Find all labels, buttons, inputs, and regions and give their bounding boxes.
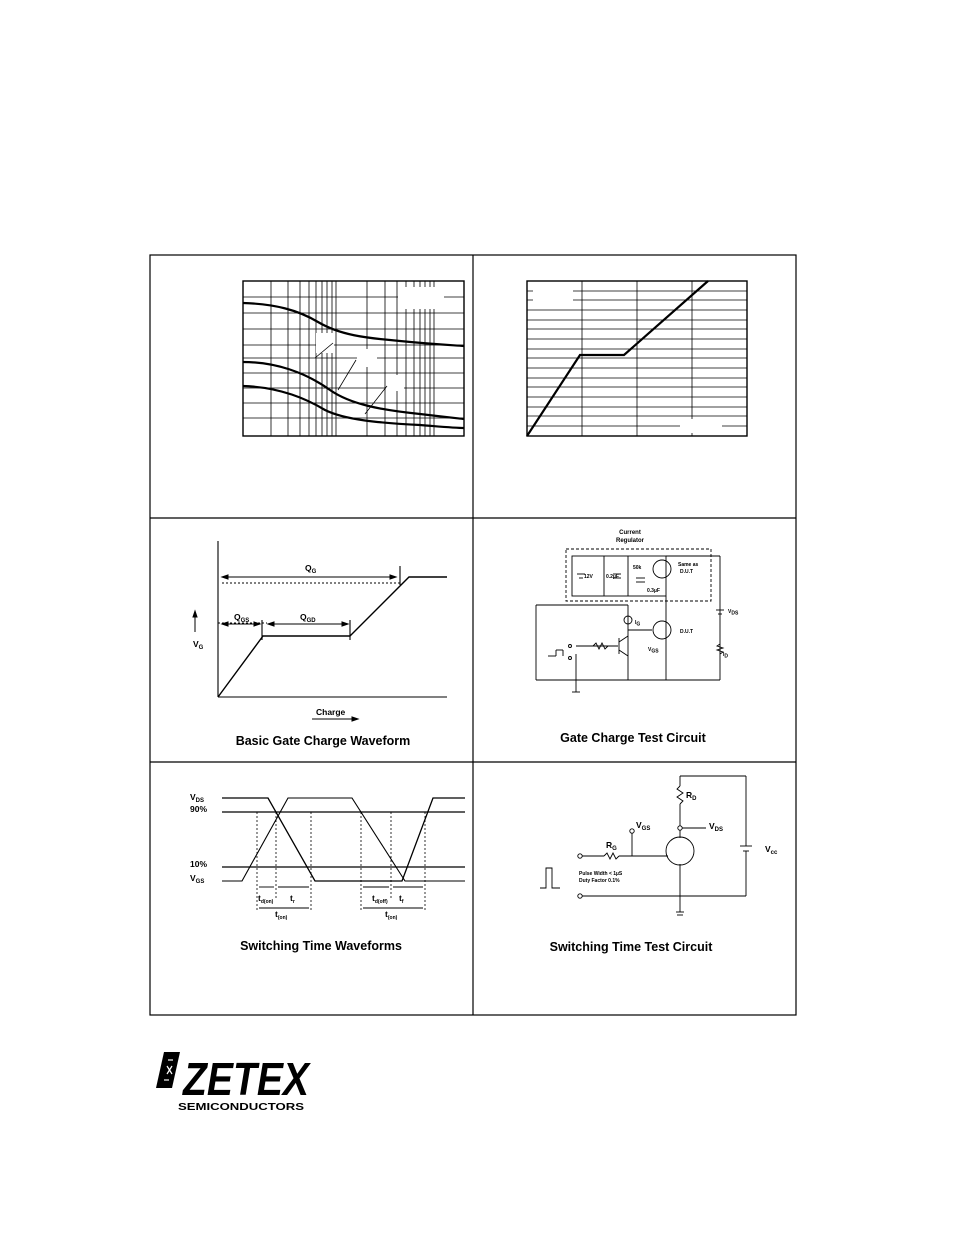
graph-capacitance-grid xyxy=(242,280,465,437)
leader-lines xyxy=(314,342,388,415)
r50k-label: 50k xyxy=(633,565,642,571)
vg-label: VG xyxy=(193,639,204,651)
td-on-label: td(on) xyxy=(258,893,274,905)
id-label: ID xyxy=(723,652,728,660)
logo-tagline: SEMICONDUCTORS xyxy=(178,1101,304,1113)
curve-coss xyxy=(242,360,465,421)
switching-circuit: RD VGS VDS RG Vcc Pulse Width < 1µS Duty… xyxy=(540,775,778,954)
qgd-label: QGD xyxy=(300,612,316,624)
tf-label: tf xyxy=(399,893,404,905)
gate-charge-waveform: QG QGS QGD VG Charge Basic Gate Charge W… xyxy=(192,541,447,748)
qgs-label: QGS xyxy=(234,612,249,624)
graph-capacitance xyxy=(242,280,465,437)
caption-gate-charge-waveform: Basic Gate Charge Waveform xyxy=(236,734,411,748)
ig-label: IG xyxy=(635,620,640,628)
dut-label: D.U.T xyxy=(680,629,693,635)
same-as-label-1: Same as xyxy=(678,562,699,568)
caption-switching-waveforms: Switching Time Waveforms xyxy=(240,939,402,953)
rd-label: RD xyxy=(686,790,697,802)
qg-label: QG xyxy=(305,563,317,575)
tr-label: tr xyxy=(290,893,295,905)
figure-frame xyxy=(149,254,797,1016)
caption-switching-circuit: Switching Time Test Circuit xyxy=(550,940,714,954)
vgs-label: VGS xyxy=(648,647,659,655)
duty-factor-label: Duty Factor 0.1% xyxy=(579,878,620,884)
curve-crss xyxy=(242,384,465,430)
p10-label: 10% xyxy=(190,859,207,869)
regulator-label-2: Regulator xyxy=(616,538,645,544)
zetex-logo: ZETEX SEMICONDUCTORS xyxy=(156,1052,311,1113)
pulse-width-label: Pulse Width < 1µS xyxy=(579,871,623,877)
charge-label: Charge xyxy=(316,707,346,717)
c1-label: 0.2µF xyxy=(606,574,619,580)
caption-gate-charge-circuit: Gate Charge Test Circuit xyxy=(560,731,706,745)
c2-label: 0.3µF xyxy=(647,588,660,594)
gate-charge-circuit: Current Regulator xyxy=(535,530,739,745)
p90-label: 90% xyxy=(190,804,207,814)
vcc-label: Vcc xyxy=(765,844,778,856)
curve-vgs-vs-charge xyxy=(526,280,709,437)
t-on-label: t(on) xyxy=(275,909,288,921)
switching-waveforms: VDS 90% 10% VGS td(on) tr t(on) td(off) … xyxy=(190,792,465,953)
curve-ciss xyxy=(242,301,465,348)
t-off-label: t(on) xyxy=(385,909,398,921)
vgs-label: VGS xyxy=(636,820,650,832)
vds-label: VDS xyxy=(190,792,204,804)
v12-label: 12V xyxy=(584,574,594,580)
rg-label: RG xyxy=(606,840,617,852)
vgs-label: VGS xyxy=(190,873,204,885)
vds-label: VDS xyxy=(709,821,723,833)
td-off-label: td(off) xyxy=(372,893,388,905)
same-as-label-2: D.U.T xyxy=(680,569,693,575)
logo-wordmark: ZETEX xyxy=(181,1053,311,1105)
vds-label: VDS xyxy=(728,609,739,617)
regulator-label-1: Current xyxy=(619,530,641,536)
graph-gate-charge xyxy=(526,280,748,437)
